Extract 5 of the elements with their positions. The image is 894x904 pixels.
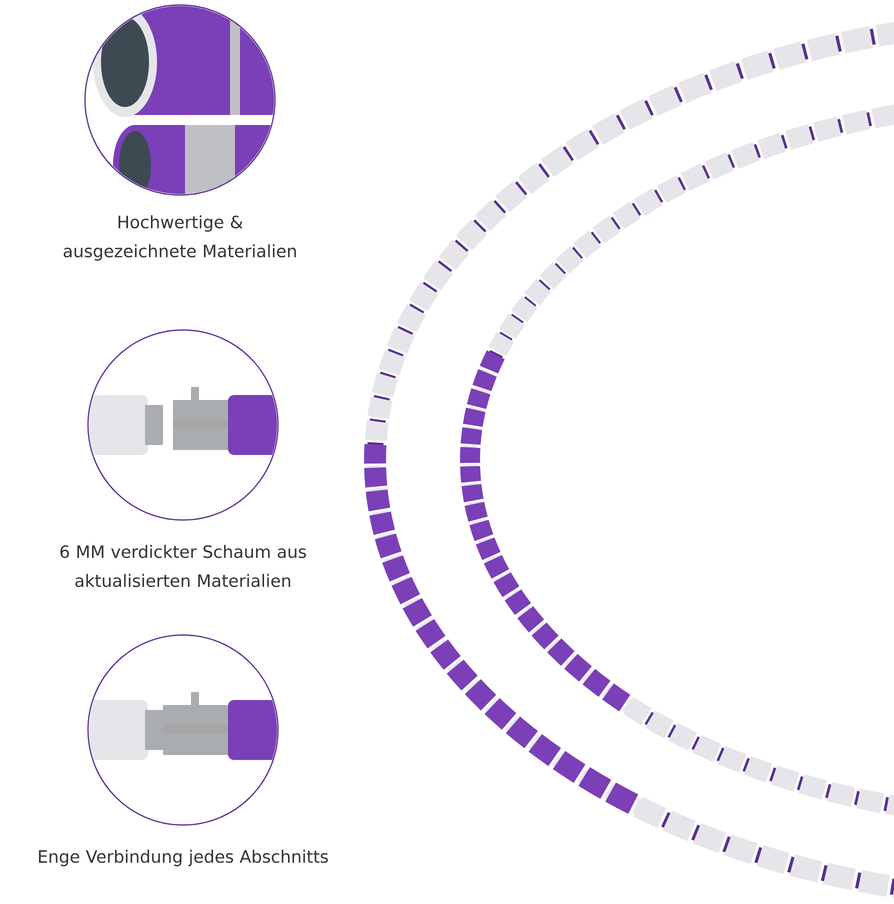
photo-circle xyxy=(87,329,279,521)
node-label: 6 MM verdickter Schaum aus aktualisierten Materialien xyxy=(60,544,306,588)
node-label: Hochwertige & ausgezeichnete Materialien xyxy=(64,215,296,261)
node-label: Enge Verbindung jedes Abschnitts xyxy=(39,850,328,866)
photo-circle xyxy=(87,634,279,826)
